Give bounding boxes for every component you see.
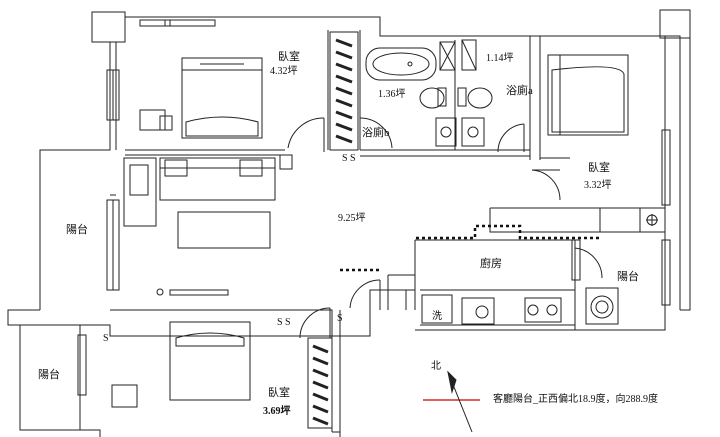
toilet-b <box>419 87 447 109</box>
tv-stand <box>156 288 229 296</box>
fridge-area <box>639 207 666 233</box>
bedroom-top-name: 臥室 <box>278 51 300 63</box>
shower-marks <box>439 39 477 71</box>
orientation-note: 客廳陽台_正西偏北18.9度，向288.9度 <box>493 394 658 405</box>
balcony-right-label: 陽台 <box>617 271 639 283</box>
ss-mark-top: S S <box>342 153 356 164</box>
wardrobe-top <box>329 31 359 151</box>
s-mark-right: S <box>337 313 343 324</box>
bed-bottom <box>169 321 251 401</box>
windows <box>77 19 671 396</box>
sink-a <box>461 117 485 147</box>
balcony-bottom-label: 陽台 <box>38 369 60 381</box>
s-mark-left: S <box>103 333 109 344</box>
ss-mark-mid: S S <box>277 317 291 328</box>
wardrobe-right <box>571 239 581 281</box>
nightstand-bottom <box>111 384 138 408</box>
doors <box>287 117 603 339</box>
bed-right <box>547 54 629 136</box>
wardrobe-hatching <box>312 38 353 426</box>
bedroom-right-name: 臥室 <box>588 162 610 174</box>
kitchen-label: 廚房 <box>480 258 502 270</box>
compass-north-label: 北 <box>431 361 441 372</box>
living-area: 9.25坪 <box>338 213 366 224</box>
bedroom-top-area: 4.32坪 <box>270 66 298 77</box>
interior-walls <box>110 30 666 330</box>
sofa <box>123 157 276 227</box>
toilet-a <box>457 87 493 109</box>
sink-b <box>435 117 457 147</box>
bathtub <box>365 47 437 81</box>
bedroom-bottom-name: 臥室 <box>268 387 290 399</box>
washing-machine <box>585 287 619 325</box>
bath-a-name: 浴廁a <box>506 85 533 97</box>
compass <box>423 370 480 433</box>
kitchen-counter <box>420 289 575 326</box>
outer-walls <box>7 9 691 437</box>
bedroom-right-area: 3.32坪 <box>584 180 612 191</box>
bath-a-area: 1.14坪 <box>486 53 514 64</box>
bath-b-name: 浴廁b <box>362 127 390 139</box>
bath-b-area: 1.36坪 <box>378 89 406 100</box>
coffee-table <box>177 211 271 249</box>
nightstand-top <box>139 109 166 131</box>
balcony-left-label: 陽台 <box>66 224 88 236</box>
dotted-partitions <box>340 224 600 272</box>
wardrobe-bottom <box>307 337 333 429</box>
bed-top <box>181 57 263 139</box>
bedroom-bottom-area: 3.69坪 <box>263 406 291 417</box>
washer-tag: 洗 <box>432 311 442 322</box>
